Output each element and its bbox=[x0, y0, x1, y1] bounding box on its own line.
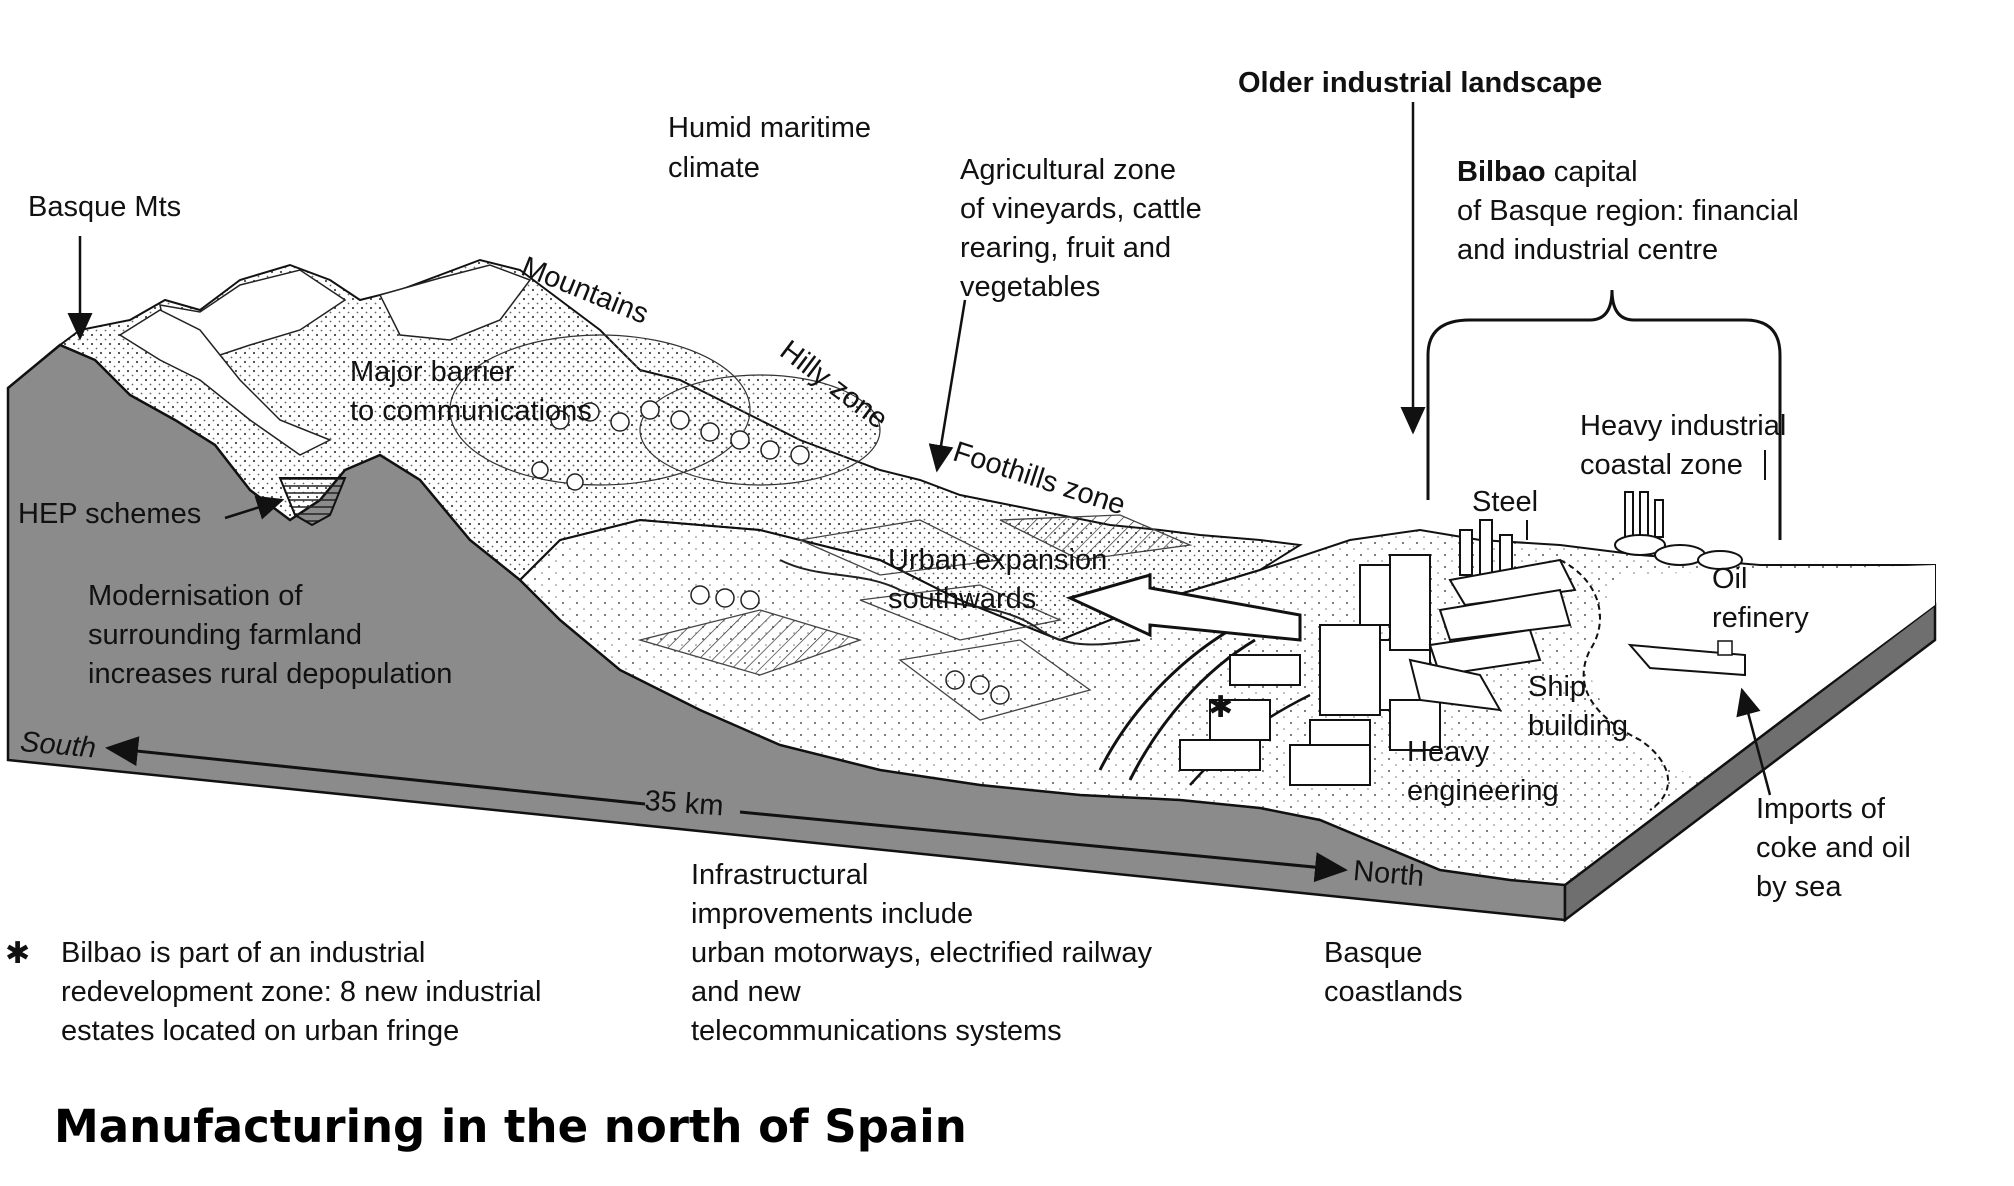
heavy-industrial-label-line1: Heavy industrial bbox=[1580, 410, 1787, 442]
urban-expansion-arrow bbox=[1065, 573, 1302, 642]
shipbuilding-label-line2: building bbox=[1528, 710, 1628, 742]
hilly-zone bbox=[639, 374, 881, 486]
hep-label: HEP schemes bbox=[18, 498, 202, 530]
south-label: South bbox=[18, 725, 98, 765]
bilbao-label-line1: Bilbao capital bbox=[1457, 153, 1638, 192]
imports-label-line3: by sea bbox=[1756, 871, 1842, 903]
agricultural-zone-label-line1: Agricultural zone bbox=[960, 154, 1176, 186]
infrastructure-label-line1: Infrastructural bbox=[691, 859, 869, 891]
redevelopment-note-line3: estates located on urban fringe bbox=[61, 1015, 460, 1047]
older-industrial-label: Older industrial landscape bbox=[1238, 67, 1603, 99]
steel-works bbox=[1428, 519, 1577, 677]
coastline bbox=[1559, 559, 1669, 811]
infrastructure-label-line5: telecommunications systems bbox=[691, 1015, 1062, 1047]
modernisation-label-line3: increases rural depopulation bbox=[88, 658, 453, 690]
steel-label: Steel bbox=[1472, 486, 1539, 518]
bilbao-label-line3: and industrial centre bbox=[1457, 234, 1719, 266]
bilbao-bracket bbox=[1426, 289, 1782, 540]
basque-coastlands-label-line2: coastlands bbox=[1324, 976, 1463, 1008]
ridge-highlight bbox=[118, 309, 332, 456]
arrow-imports bbox=[1736, 687, 1772, 796]
motorway bbox=[1128, 638, 1256, 781]
heavy-engineering-label-line1: Heavy bbox=[1407, 736, 1490, 768]
arrow-hep bbox=[224, 495, 285, 520]
farmland-fields bbox=[637, 514, 1193, 721]
distance-label: 35 km bbox=[643, 784, 725, 823]
imports-label-line2: coke and oil bbox=[1756, 832, 1911, 864]
infrastructure-label-line3: urban motorways, electrified railway bbox=[691, 937, 1152, 969]
bilbao-label-line2: of Basque region: financial bbox=[1457, 195, 1799, 227]
modernisation-label-line1: Modernisation of bbox=[88, 580, 303, 612]
heavy-industrial-label-line2: coastal zone bbox=[1580, 449, 1743, 481]
infrastructure-label-line4: and new bbox=[691, 976, 801, 1008]
arrow-south bbox=[105, 736, 646, 806]
sea bbox=[1580, 565, 1935, 780]
tanker-bridge bbox=[1717, 640, 1733, 656]
basque-coastlands-label-line1: Basque bbox=[1324, 937, 1423, 969]
imports-label-line1: Imports of bbox=[1756, 793, 1885, 825]
bilbao-asterisk-icon: ✱ bbox=[1208, 690, 1234, 725]
river bbox=[779, 559, 1141, 646]
barrier-label-line1: Major barrier bbox=[350, 356, 515, 388]
urban-expansion-label-line1: Urban expansion bbox=[888, 544, 1108, 576]
motorway bbox=[1098, 628, 1231, 771]
ridge-highlight bbox=[378, 264, 532, 341]
page-title: Manufacturing in the north of Spain bbox=[54, 1100, 967, 1153]
asterisk-icon: ✱ bbox=[5, 936, 31, 971]
agricultural-zone-label-line4: vegetables bbox=[960, 271, 1101, 303]
oil-tanker bbox=[1627, 643, 1746, 677]
bilbao-buildings bbox=[1179, 554, 1441, 786]
oil-refinery-label-line2: refinery bbox=[1712, 602, 1809, 634]
redevelopment-note-line2: redevelopment zone: 8 new industrial bbox=[61, 976, 542, 1008]
humid-climate-label-line2: climate bbox=[668, 152, 760, 184]
redevelopment-note-line1: Bilbao is part of an industrial bbox=[61, 937, 426, 969]
heavy-engineering-label-line2: engineering bbox=[1407, 775, 1559, 807]
oil-refinery-label-line1: Oil bbox=[1712, 563, 1748, 595]
hep-reservoir bbox=[278, 477, 347, 527]
ship-building bbox=[1408, 658, 1502, 712]
basque-mts-label: Basque Mts bbox=[28, 191, 182, 223]
bilbao-name: Bilbao bbox=[1457, 156, 1546, 188]
agricultural-zone-label-line2: of vineyards, cattle bbox=[960, 193, 1202, 225]
modernisation-label-line2: surrounding farmland bbox=[88, 619, 363, 651]
infrastructure-label-line2: improvements include bbox=[691, 898, 974, 930]
agricultural-zone-label-line3: rearing, fruit and bbox=[960, 232, 1172, 264]
barrier-label-line2: to communications bbox=[350, 395, 592, 427]
humid-climate-label-line1: Humid maritime bbox=[668, 112, 872, 144]
north-label: North bbox=[1351, 854, 1426, 894]
arrow-north bbox=[739, 810, 1348, 883]
arrow-agricultural bbox=[928, 299, 967, 473]
shipbuilding-label-line1: Ship bbox=[1528, 671, 1587, 703]
refinery bbox=[1614, 491, 1743, 570]
urban-expansion-label-line2: southwards bbox=[888, 583, 1037, 615]
bilbao-capital: capital bbox=[1553, 156, 1638, 188]
